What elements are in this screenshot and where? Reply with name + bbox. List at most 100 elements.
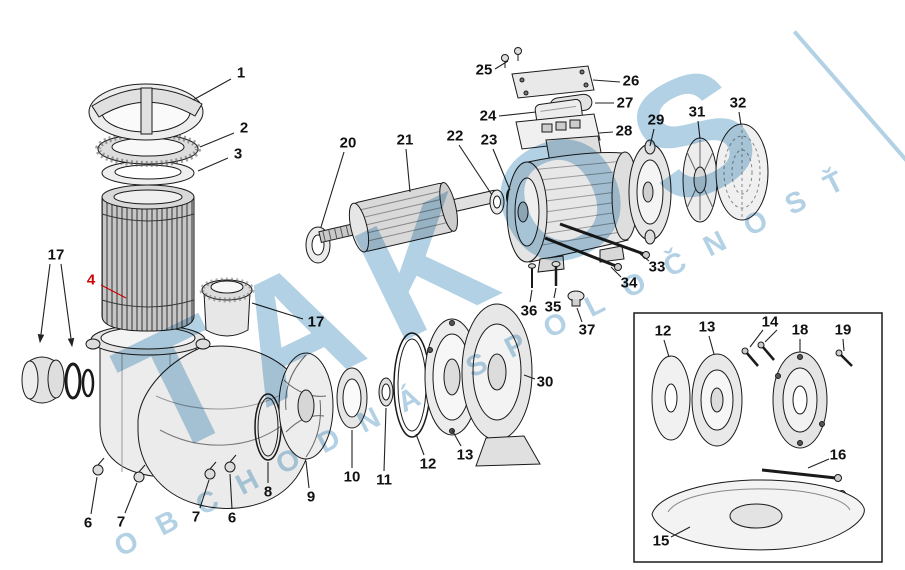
part-label-12: 12: [655, 323, 672, 340]
strainer-basket: [101, 184, 195, 332]
leader-line-7: [124, 482, 138, 514]
inset-bolts-14: [741, 341, 775, 367]
part-label-31: 31: [689, 104, 706, 121]
screw-35: [551, 261, 561, 286]
part-label-37: 37: [579, 322, 596, 339]
inset-disc-12: [651, 355, 691, 441]
part-label-13: 13: [457, 447, 474, 464]
inlet-union: [21, 356, 95, 404]
leader-line-37: [576, 307, 583, 323]
leader-line-9: [305, 460, 310, 489]
part-label-20: 20: [340, 135, 357, 152]
inset-flange-18: [772, 351, 828, 449]
part-label-34: 34: [621, 275, 638, 292]
leader-line-13: [708, 335, 715, 355]
part-label-19: 19: [835, 322, 852, 339]
part-label-16: 16: [830, 447, 847, 464]
strainer-lid: [88, 83, 204, 141]
part-label-7: 7: [117, 514, 125, 531]
rear-bearing-part-22: [489, 189, 505, 215]
impeller-part-9: [278, 352, 334, 460]
part-label-4: 4: [87, 272, 96, 289]
part-label-15: 15: [653, 533, 670, 550]
leader-line-21: [405, 148, 411, 193]
part-label-28: 28: [616, 123, 633, 140]
fan-31: [682, 137, 718, 223]
part-label-2: 2: [240, 120, 248, 137]
leader-line-12: [415, 433, 425, 456]
part-label-22: 22: [447, 128, 464, 145]
leader-line-17: [251, 302, 304, 320]
part-label-25: 25: [476, 62, 493, 79]
leader-line-6: [90, 476, 98, 515]
terminal-cover-26: [511, 65, 595, 99]
leader-line-15: [670, 526, 691, 538]
leader-line-19: [842, 338, 845, 352]
part-label-13: 13: [699, 319, 716, 336]
drain-plug-6a: [92, 457, 105, 476]
part-label-3: 3: [234, 146, 242, 163]
mech-seal-part-10: [336, 367, 368, 429]
union-fitting: [199, 277, 255, 337]
part-label-29: 29: [648, 112, 665, 129]
leader-line-17: [37, 263, 51, 344]
leader-line-7: [199, 479, 210, 509]
leader-line-16: [807, 458, 830, 469]
drain-plug-7a: [133, 464, 146, 483]
part-label-6: 6: [228, 510, 236, 527]
rotor-shaft-part-21: [318, 181, 498, 253]
rear-bracket-29: [628, 139, 672, 245]
leader-line-32: [738, 111, 742, 126]
leader-line-2: [199, 132, 235, 148]
leader-line-34: [610, 266, 622, 278]
leader-line-31: [697, 120, 701, 140]
part-label-17: 17: [48, 247, 65, 264]
leader-line-28: [598, 131, 614, 134]
leader-line-25: [494, 60, 509, 70]
part-label-1: 1: [237, 65, 245, 82]
leader-line-3: [197, 157, 229, 172]
leader-line-17: [60, 263, 75, 348]
leader-line-24: [498, 111, 537, 117]
part-label-32: 32: [730, 95, 747, 112]
fan-cover-32: [715, 123, 769, 221]
inset-bolt-19: [835, 349, 853, 367]
part-label-21: 21: [397, 132, 414, 149]
drain-plugs: [92, 454, 237, 483]
part-label-30: 30: [537, 374, 554, 391]
pot-flange: [85, 324, 211, 356]
motor-body: [506, 135, 639, 273]
part-label-18: 18: [792, 322, 809, 339]
leader-line-4: [100, 284, 127, 299]
part-label-24: 24: [480, 108, 497, 125]
leader-line-11: [383, 407, 387, 472]
leader-line-1: [192, 78, 232, 101]
part-label-33: 33: [649, 259, 666, 276]
leader-line-20: [320, 151, 345, 228]
part-label-17: 17: [308, 314, 325, 331]
leader-line-35: [553, 287, 557, 299]
leader-line-14: [764, 329, 778, 343]
part-label-7: 7: [192, 509, 200, 526]
part-label-35: 35: [545, 299, 562, 316]
gasket-part-12: [393, 332, 431, 438]
inset-box: [633, 312, 883, 563]
part-label-26: 26: [623, 73, 640, 90]
part-label-23: 23: [481, 132, 498, 149]
leader-line-13: [451, 429, 462, 447]
part-label-6: 6: [84, 515, 92, 532]
leader-line-33: [639, 253, 650, 262]
drain-plug-7b: [204, 461, 217, 480]
leader-line-12: [663, 339, 670, 358]
leader-line-14: [749, 329, 764, 348]
leader-line-29: [649, 128, 655, 147]
terminal-screws-25: [501, 47, 522, 68]
seal-seat-part-11: [378, 377, 394, 407]
part-label-8: 8: [264, 484, 272, 501]
part-label-11: 11: [376, 472, 392, 489]
leader-line-26: [592, 79, 621, 83]
leader-line-36: [529, 289, 533, 303]
